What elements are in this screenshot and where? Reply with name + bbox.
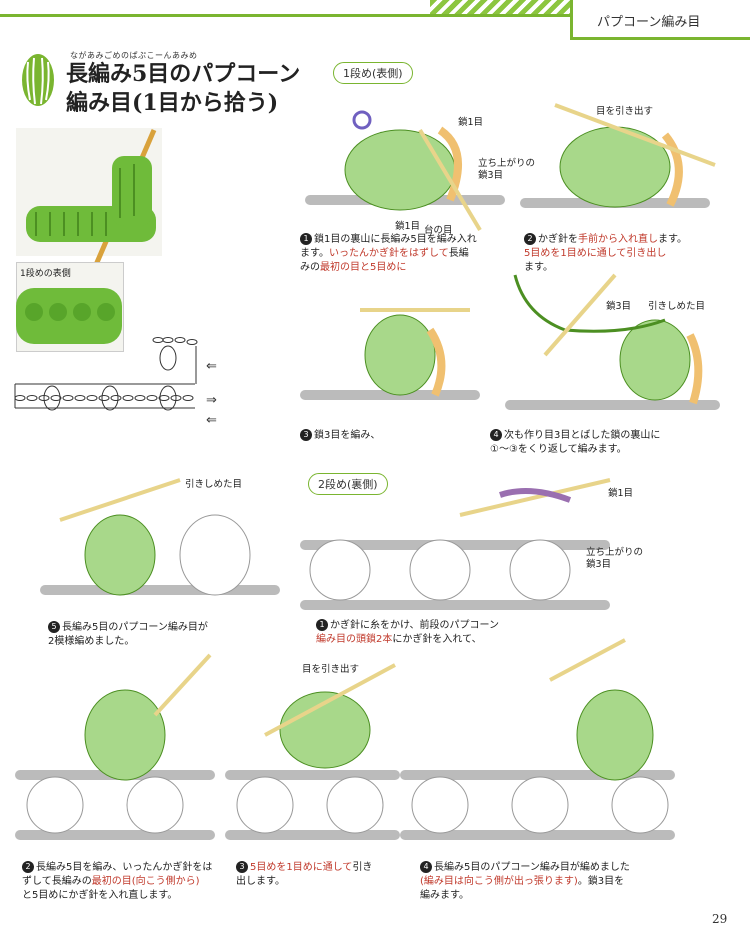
step-text: ます。 <box>658 234 687 245</box>
step-text: 長編み5目のパプコーン編み目が <box>62 622 208 633</box>
step-number: 1 <box>300 233 312 245</box>
step-text-highlight: 5目めを1目めに通して <box>250 862 353 873</box>
step-text: 長編 <box>448 248 469 259</box>
step-text: ます。 <box>524 262 553 273</box>
label-chain1-a: 鎖1目 <box>458 117 484 128</box>
popcorn-stitch-icon <box>22 54 54 106</box>
step-text: かぎ針を <box>538 234 578 245</box>
label-pullout-b: 目を引き出す <box>302 664 360 675</box>
step-text: ます。 <box>300 248 329 259</box>
step-text: 長編み5目を編み、いったんかぎ針をは <box>36 862 213 873</box>
header-stripes <box>430 0 570 14</box>
diagram-row2-step4 <box>400 638 675 840</box>
label-slip-a: 引きしめた目 <box>648 301 706 312</box>
step-text: と5目めにかぎ針を入れ直します。 <box>22 890 178 901</box>
label-chain1-b: 鎖1目 <box>395 221 421 232</box>
step-number: 2 <box>22 861 34 873</box>
step-text: かぎ針に糸をかけ、前段のパプコーン <box>330 620 499 631</box>
step-text: 鎖1目の裏山に長編み5目を編み入れ <box>314 234 477 245</box>
label-standup-c2: 鎖3目 <box>586 559 612 570</box>
step-text: 編みます。 <box>420 890 469 901</box>
step-text: 次も作り目3目とばした鎖の裏山に <box>504 430 661 441</box>
photo-caption: 1段めの表側 <box>20 269 71 279</box>
page-number: 29 <box>712 912 728 926</box>
page-title: 長編み5目のパプコーン 編み目(1目から拾う) <box>66 60 300 118</box>
svg-text:⇐: ⇐ <box>206 413 217 428</box>
diagram-row1-step2 <box>520 103 716 208</box>
title-ruby: ながあみごめのぱぷこーんあみめ <box>70 51 198 60</box>
step-text-highlight: 最初の目(向こう側から) <box>91 876 200 887</box>
step-number: 3 <box>236 861 248 873</box>
label-slip-b: 引きしめた目 <box>185 479 243 490</box>
step-text: ずして長編みの <box>22 876 92 887</box>
step-text: 鎖3目を編み、 <box>314 430 381 441</box>
label-standup-a1: 立ち上がりの <box>478 158 536 169</box>
step-text: みの <box>300 262 320 273</box>
step-text: 2模様編めました。 <box>48 636 135 647</box>
diagram-row2-step2 <box>15 653 215 840</box>
diagram-row2-step3 <box>225 663 400 840</box>
label-pullout-a: 目を引き出す <box>596 106 654 117</box>
label-standup-c1: 立ち上がりの <box>586 547 644 558</box>
step-number: 5 <box>48 621 60 633</box>
photo-hook-sample <box>16 128 162 289</box>
label-chain3: 鎖3目 <box>606 301 632 312</box>
step-text: 長編み5目のパプコーン編み目が編めました <box>434 862 630 873</box>
step-text: にかぎ針を入れて、 <box>392 634 482 645</box>
diagram-row1-step5 <box>40 478 280 596</box>
step-text-highlight: 最初の目と5目めに <box>320 262 407 273</box>
label-chain1-c: 鎖1目 <box>608 488 634 499</box>
step-text-highlight: 手前から入れ直し <box>578 234 658 245</box>
row1-label: 1段め(表側) <box>333 62 413 84</box>
diagram-row1-step4 <box>505 273 720 410</box>
step-number: 3 <box>300 429 312 441</box>
step-number: 2 <box>524 233 536 245</box>
step-number: 4 <box>420 861 432 873</box>
row2-label: 2段め(裏側) <box>308 473 388 495</box>
section-tab: パプコーン編み目 <box>570 0 750 40</box>
step-text-highlight: いったんかぎ針をはずして <box>329 248 449 259</box>
step-number: 1 <box>316 619 328 631</box>
svg-text:⇒: ⇒ <box>206 393 217 408</box>
diagram-row1-step1 <box>305 110 505 232</box>
step-text: 出します。 <box>236 876 285 887</box>
step-number: 4 <box>490 429 502 441</box>
diagram-row1-step3 <box>300 308 480 400</box>
step-text: ①〜③をくり返して編みます。 <box>490 444 627 455</box>
step-text: 。鎖3目を <box>577 876 625 887</box>
diagram-row2-step1 <box>300 478 611 610</box>
stitch-symbol-chart: ⇐ ⇒ ⇐ <box>14 337 217 428</box>
svg-text:⇐: ⇐ <box>206 359 217 374</box>
label-base: 台の目 <box>424 225 453 236</box>
step-text-highlight: (編み目は向こう側が出っ張ります) <box>420 876 578 887</box>
title-line2: 編み目(1目から拾う) <box>66 90 279 116</box>
section-title: パプコーン編み目 <box>597 15 701 30</box>
label-standup-a2: 鎖3目 <box>478 170 504 181</box>
step-text: 引き <box>352 862 373 873</box>
title-line1: 長編み5目のパプコーン <box>66 61 301 87</box>
header-rule <box>0 14 750 17</box>
step-text-highlight: 5目めを1目めに通して引き出し <box>524 248 667 259</box>
step-text-highlight: 編み目の頭鎖2本 <box>316 634 393 645</box>
photo-row1-sample <box>16 288 122 344</box>
